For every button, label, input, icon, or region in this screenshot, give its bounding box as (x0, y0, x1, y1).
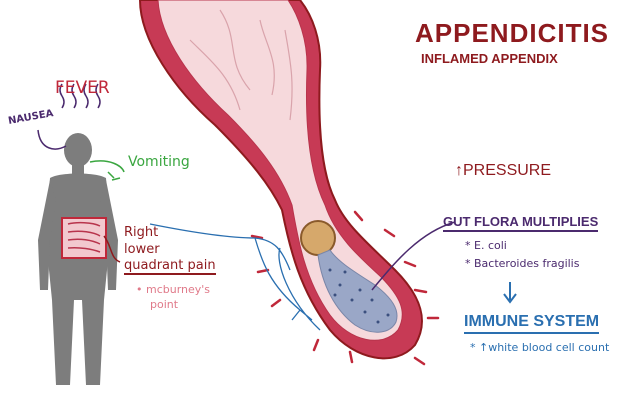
pressure-label: ↑PRESSURE (455, 163, 551, 179)
rlq-line2: lower (124, 243, 160, 256)
down-arrow (504, 282, 516, 302)
gut-flora-item-ecoli: * E. coli (465, 240, 507, 251)
gut-flora-heading: GUT FLORA MULTIPLIES (443, 215, 598, 232)
page-title: APPENDICITIS (415, 20, 609, 46)
immune-item-wbc: * ↑white blood cell count (470, 342, 609, 353)
page-subtitle: INFLAMED APPENDIX (421, 52, 558, 65)
fever-label: FEVER (55, 80, 110, 97)
rlq-line3: quadrant pain (124, 259, 216, 275)
mcburney-line2: point (150, 299, 178, 310)
gut-flora-item-bacteroides: * Bacteroides fragilis (465, 258, 579, 269)
mcburney-line1: • mcburney's (136, 284, 210, 295)
rlq-line1: Right (124, 226, 158, 239)
nausea-arrow (38, 130, 66, 149)
vomiting-label: Vomiting (128, 155, 190, 169)
immune-heading: IMMUNE SYSTEM (464, 314, 599, 334)
